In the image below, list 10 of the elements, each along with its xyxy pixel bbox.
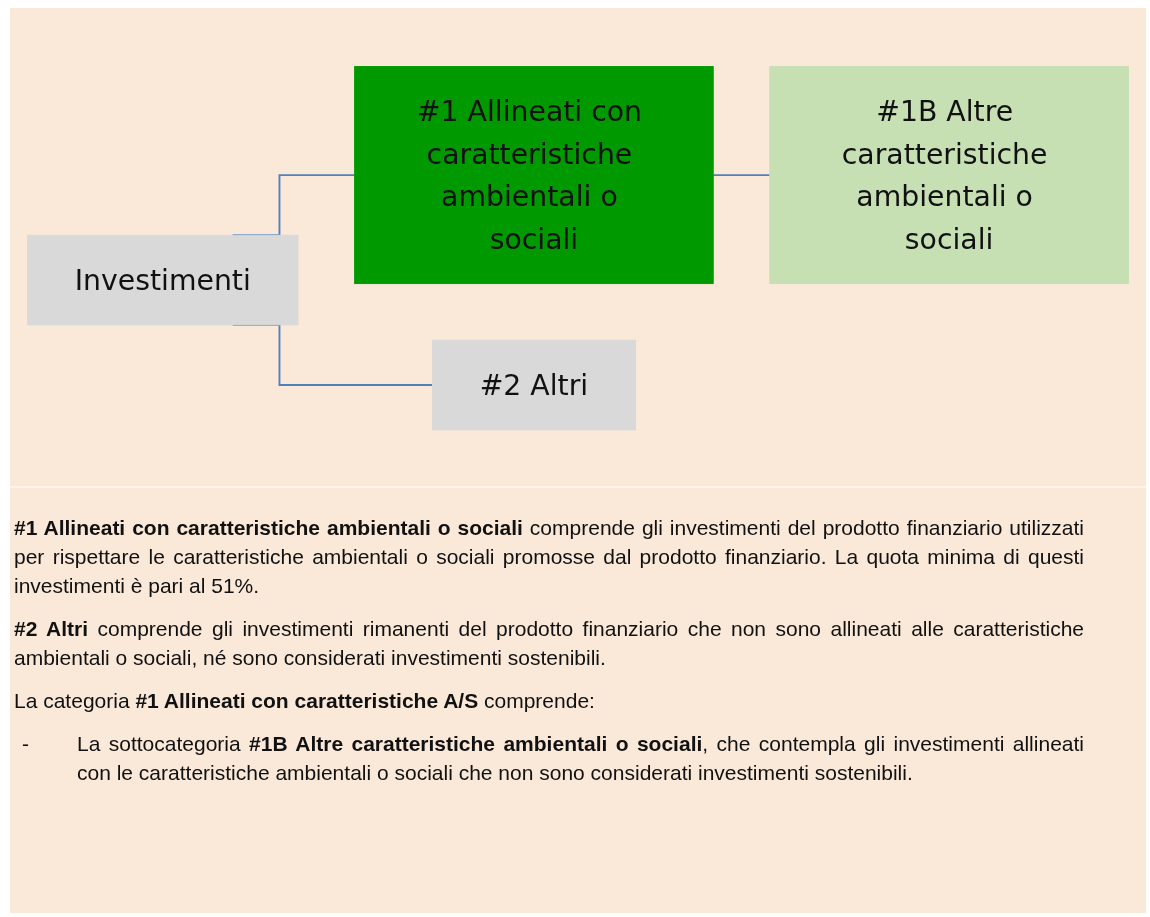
connector bbox=[712, 173, 771, 176]
node-box: #2 Altri bbox=[432, 339, 636, 431]
node-box: Investimenti bbox=[27, 234, 299, 326]
description-paragraph: #2 Altri comprende gli investimenti rimanenti del prodotto finanziario che non sono allineati alle caratteristiche ambientali o sociali, né sono considerati investimenti sostenibili. bbox=[14, 616, 1084, 671]
node-box: #1B Altre caratteristiche ambientali o sociali bbox=[769, 65, 1129, 284]
list-item-text: La sottocategoria #1B Altre caratteristiche ambientali o sociali, che contempla gli investimenti allineati con le caratteristiche ambientali o sociali che non sono considerati investimenti sostenibili. bbox=[77, 731, 1084, 786]
description-paragraph: #1 Allineati con caratteristiche ambientali o sociali comprende gli investimenti del prodotto finanziario utilizzati per rispettare le caratteristiche ambientali o sociali promosse dal prodotto finanziario. La quota minima di questi investimenti è pari al 51%. bbox=[14, 515, 1084, 599]
list-dash: - bbox=[21, 731, 30, 757]
node-box: #1 Allineati con caratteristiche ambientali o sociali bbox=[354, 65, 714, 284]
description-paragraph: La categoria #1 Allineati con caratteristiche A/S comprende: bbox=[14, 688, 596, 714]
